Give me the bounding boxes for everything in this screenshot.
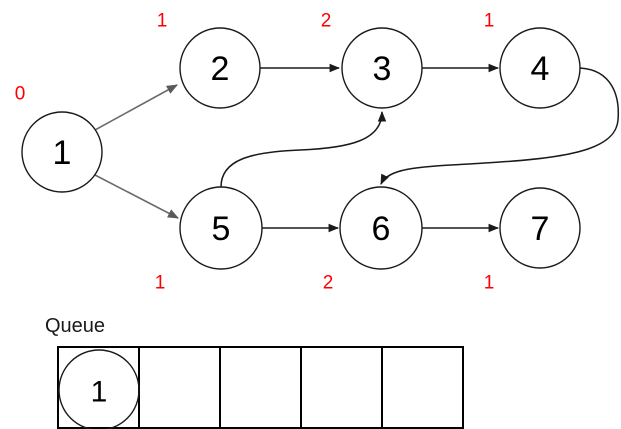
queue-title: Queue [45, 315, 105, 337]
edge-layer [94, 63, 620, 233]
queue-item-0-label: 1 [91, 376, 108, 409]
queue-cell-1[interactable] [138, 346, 221, 429]
queue-cell-2[interactable] [219, 346, 302, 429]
queue-cell-4[interactable] [381, 346, 464, 429]
node-1-circle[interactable] [21, 111, 103, 193]
distance-label-node-3: 2 [321, 11, 332, 32]
node-6-circle[interactable] [339, 186, 423, 270]
distance-label-node-2: 1 [157, 11, 168, 32]
queue-item-0-circle[interactable] [58, 349, 140, 429]
distance-label-node-4: 1 [484, 11, 495, 32]
node-5[interactable]: 5 [179, 186, 263, 270]
node-3-label: 3 [373, 50, 392, 88]
node-3[interactable]: 3 [341, 27, 423, 109]
node-6[interactable]: 6 [339, 186, 423, 270]
queue-item-0[interactable]: 1 [58, 349, 140, 429]
node-5-label: 5 [212, 210, 231, 248]
node-2-label: 2 [211, 50, 230, 88]
node-layer: 1 2 3 4 5 6 [21, 27, 581, 270]
node-7-label: 7 [531, 210, 550, 248]
node-1-label: 1 [53, 134, 72, 172]
node-4[interactable]: 4 [499, 27, 581, 109]
distance-label-layer: 0 1 2 1 1 2 1 [15, 11, 495, 294]
edge-5-to-3 [220, 110, 387, 188]
node-5-circle[interactable] [179, 186, 263, 270]
node-2[interactable]: 2 [179, 27, 261, 109]
node-4-label: 4 [531, 50, 550, 88]
node-4-circle[interactable] [499, 27, 581, 109]
distance-label-node-1: 0 [15, 84, 26, 105]
distance-label-node-6: 2 [323, 273, 334, 294]
queue-section: Queue 1 [45, 315, 464, 429]
node-7[interactable]: 7 [499, 187, 581, 269]
distance-label-node-5: 1 [155, 273, 166, 294]
node-3-circle[interactable] [341, 27, 423, 109]
edge-4-to-6 [380, 67, 620, 185]
node-6-label: 6 [372, 210, 391, 248]
queue-cell-3[interactable] [300, 346, 383, 429]
edge-1-to-2 [94, 84, 178, 131]
distance-label-node-7: 1 [484, 273, 495, 294]
edge-1-to-5 [94, 174, 179, 219]
node-1[interactable]: 1 [21, 111, 103, 193]
node-7-circle[interactable] [499, 187, 581, 269]
node-2-circle[interactable] [179, 27, 261, 109]
